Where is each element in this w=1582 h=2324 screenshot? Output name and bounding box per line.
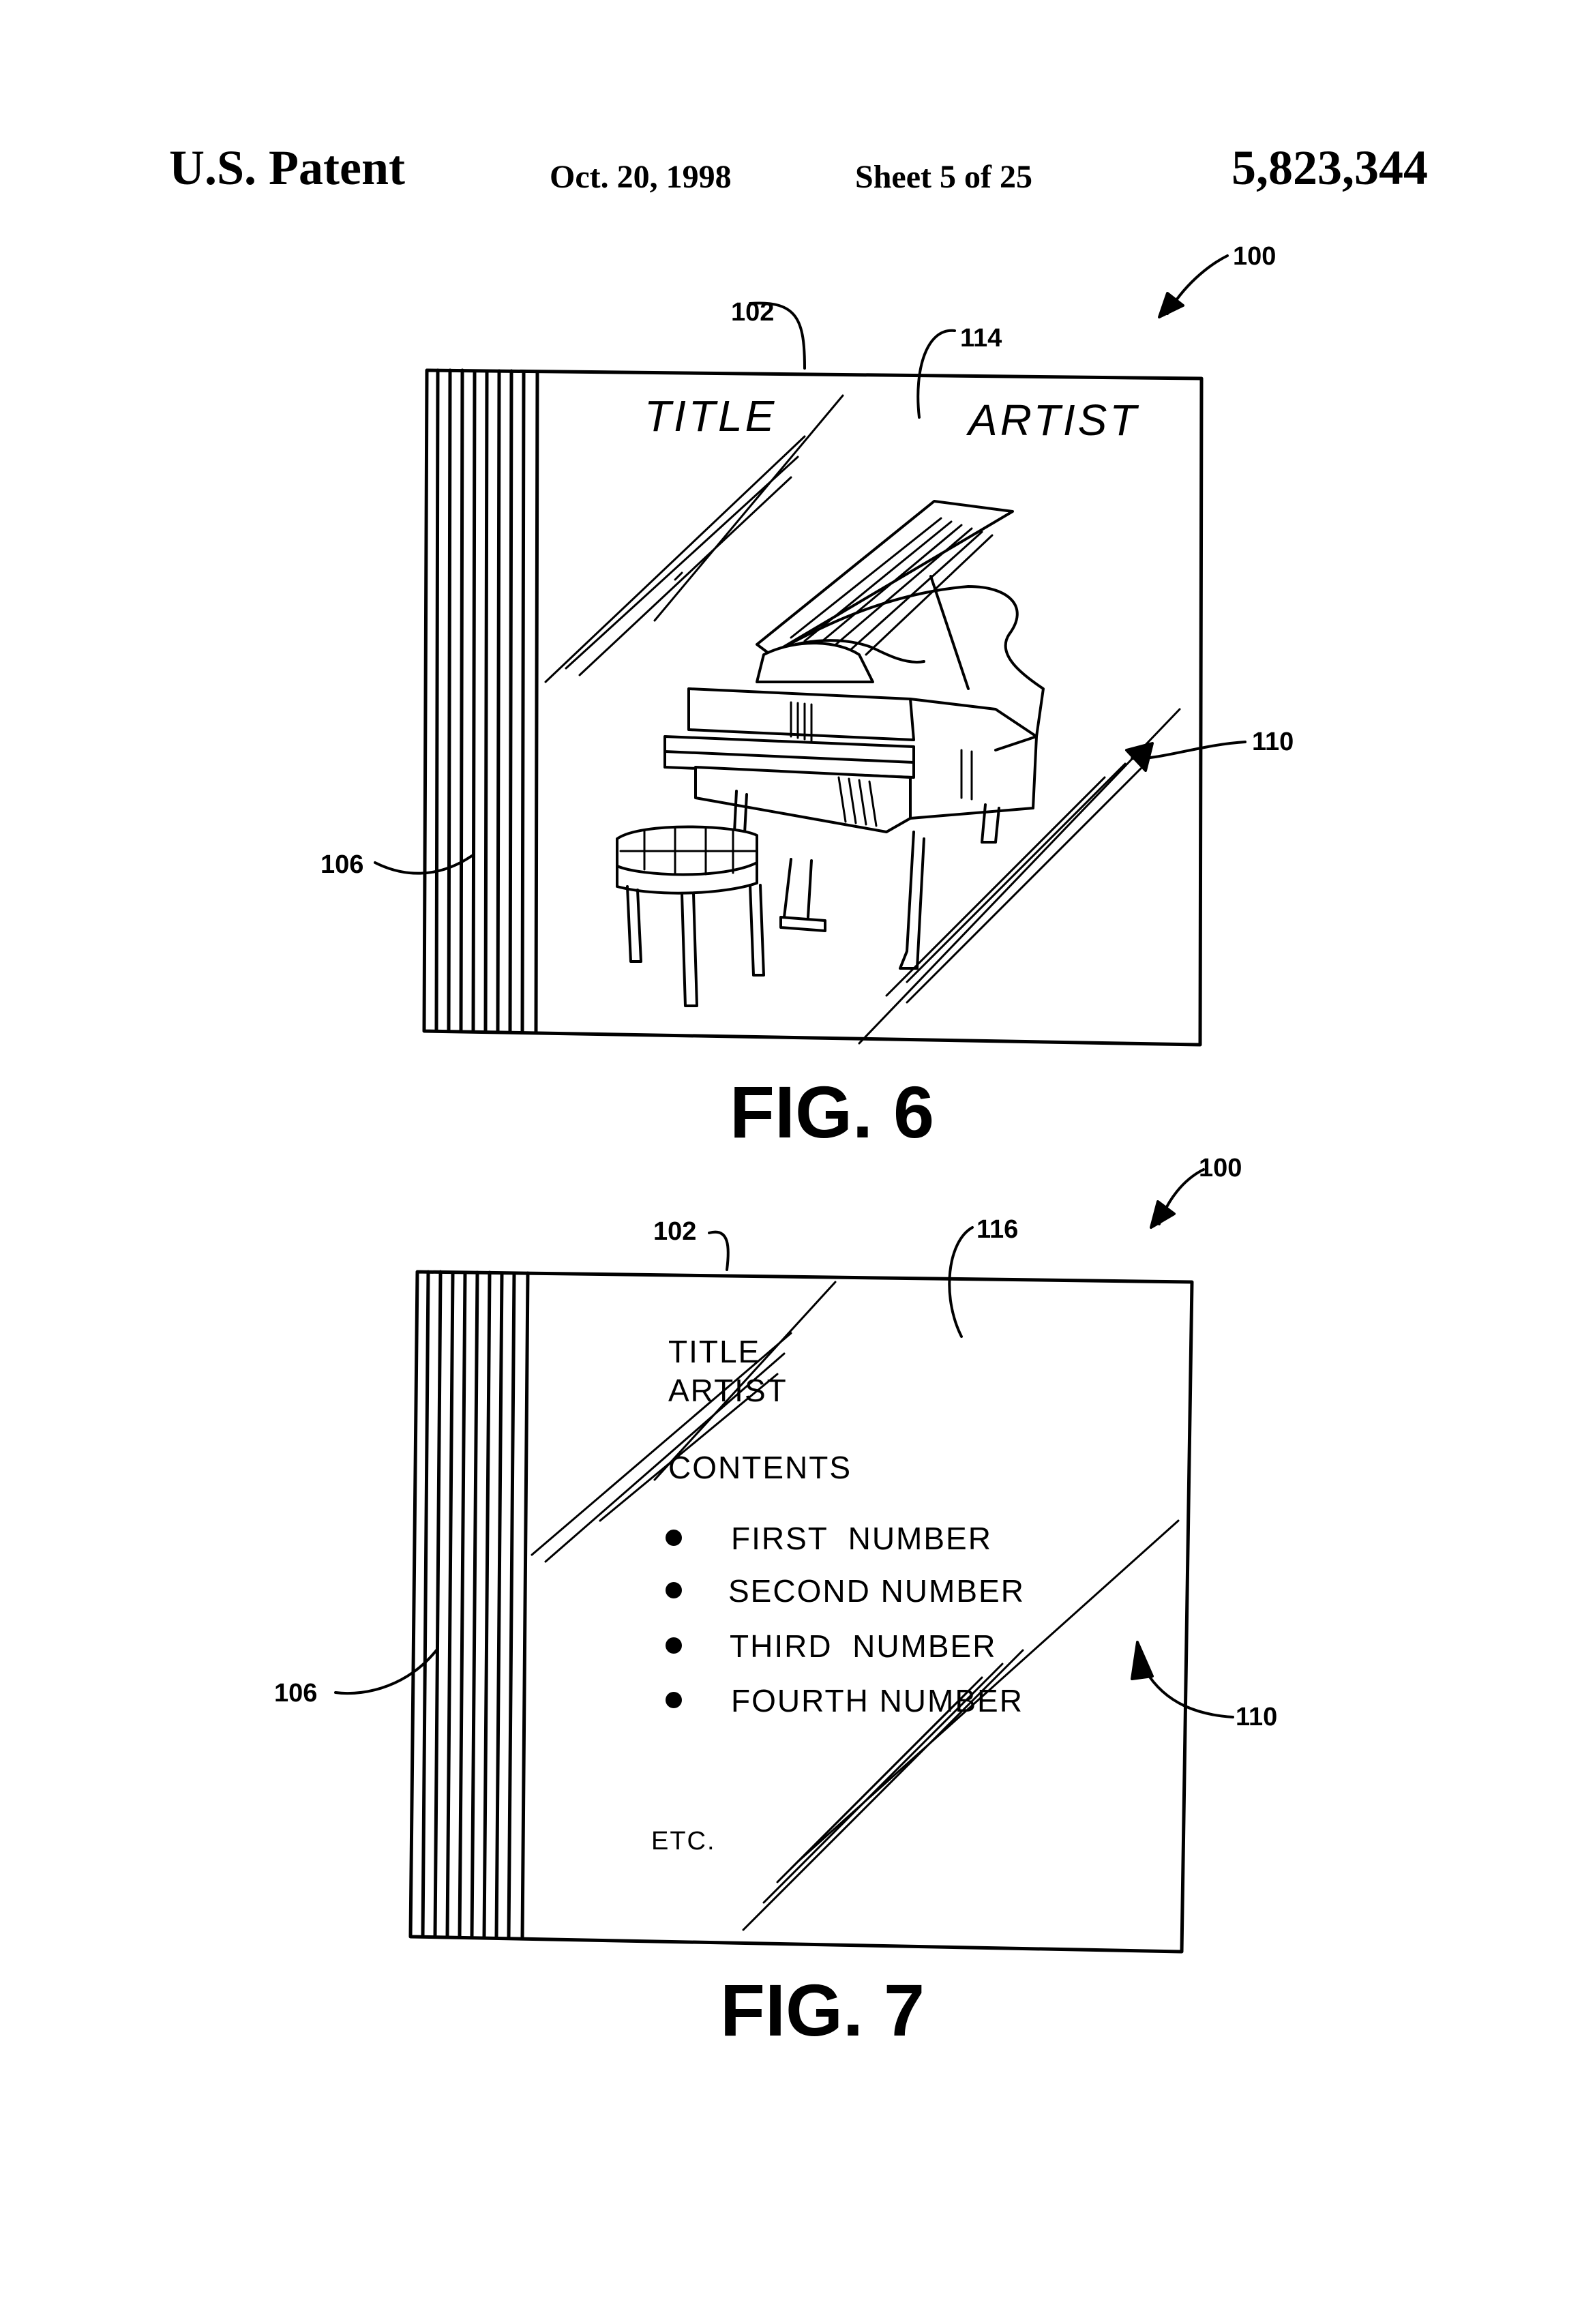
fig6-ref-106: 106 — [320, 850, 363, 879]
fig6-ref-114: 114 — [960, 324, 1002, 353]
fig7-leader-102 — [708, 1230, 730, 1271]
list-bullet — [666, 1582, 682, 1598]
fig6-leaders — [374, 254, 1247, 875]
patent-label: U.S. Patent — [169, 140, 405, 195]
fig6-drawing: TITLE ARTIST 100 102 114 110 106 FIG. 6 — [320, 242, 1294, 1153]
fig6-spine — [434, 368, 539, 1034]
fig7-ref-116: 116 — [976, 1215, 1018, 1244]
fig6-cover-title: TITLE — [644, 391, 777, 441]
list-item: SECOND NUMBER — [728, 1573, 1025, 1609]
fig7-drawing: TITLE ARTIST CONTENTS FIRST NUMBER SECON… — [274, 1154, 1277, 2051]
fig6-glare-upper — [544, 394, 844, 683]
fig6-arrowhead-110 — [1125, 742, 1154, 772]
fig6-leader-102 — [749, 301, 806, 370]
list-bullet — [666, 1692, 682, 1708]
patent-date: Oct. 20, 1998 — [550, 159, 732, 195]
fig7-arrow-110 — [1144, 1669, 1234, 1718]
fig7-ref-110: 110 — [1236, 1703, 1277, 1731]
fig7-leaders — [334, 1168, 1234, 1718]
fig7-caption: FIG. 7 — [720, 1969, 925, 2051]
fig6-leader-114 — [916, 329, 956, 419]
fig6-caption: FIG. 6 — [730, 1071, 934, 1153]
list-bullet — [666, 1530, 682, 1546]
fig7-ref-106: 106 — [274, 1679, 317, 1708]
fig6-ref-100: 100 — [1233, 242, 1276, 271]
fig6-leader-106 — [374, 854, 473, 875]
list-item: FOURTH NUMBER — [731, 1683, 1024, 1718]
fig7-arrowhead-100 — [1150, 1200, 1176, 1229]
list-bullet — [666, 1637, 682, 1654]
sheet-number: Sheet 5 of 25 — [855, 159, 1032, 195]
fig7-ref-102: 102 — [653, 1217, 696, 1246]
fig6-ref-102: 102 — [731, 298, 774, 327]
fig7-glare-upper — [531, 1281, 837, 1563]
fig7-leader-116 — [948, 1226, 974, 1338]
fig6-arrowhead-100 — [1158, 292, 1184, 318]
fig7-arrowhead-110 — [1131, 1641, 1154, 1680]
list-item: FIRST NUMBER — [731, 1521, 992, 1556]
fig7-contents-heading: CONTENTS — [668, 1450, 852, 1485]
fig7-spine — [421, 1270, 530, 1941]
fig7-cover-frame — [408, 1270, 1194, 1954]
fig7-glare-lower — [742, 1519, 1180, 1931]
patent-number: 5,823,344 — [1232, 140, 1428, 195]
fig7-contents-list: FIRST NUMBER SECOND NUMBER THIRD NUMBER … — [666, 1521, 1025, 1718]
fig7-title: TITLE — [668, 1334, 760, 1369]
piano-illustration — [616, 500, 1045, 1007]
fig6-cover-artist: ARTIST — [966, 396, 1139, 445]
fig6-glare-lower — [858, 708, 1181, 1045]
fig7-etc: ETC. — [651, 1827, 716, 1856]
fig6-cover-frame — [422, 368, 1204, 1047]
fig7-ref-100: 100 — [1199, 1154, 1242, 1182]
fig7-artist: ARTIST — [668, 1373, 788, 1408]
list-item: THIRD NUMBER — [730, 1628, 996, 1664]
fig7-leader-106 — [334, 1649, 438, 1695]
fig6-ref-110: 110 — [1252, 728, 1294, 756]
